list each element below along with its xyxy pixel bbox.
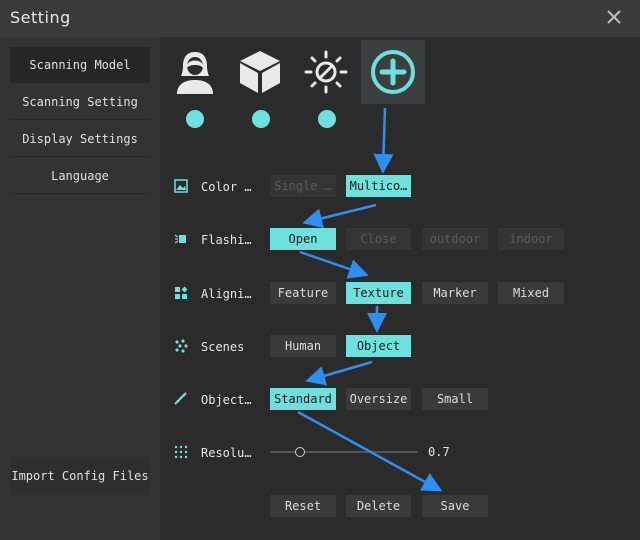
save-button[interactable]: Save: [422, 495, 488, 517]
reset-button[interactable]: Reset: [270, 495, 336, 517]
flash-indoor-option[interactable]: indoor: [498, 228, 564, 250]
resolution-slider-handle[interactable]: [295, 447, 305, 457]
brightness-icon: [304, 50, 348, 94]
import-config-button[interactable]: Import Config Files: [10, 457, 150, 495]
resolution-slider-track[interactable]: [270, 451, 418, 453]
model-tab-add[interactable]: [361, 40, 425, 104]
sidebar-item-language[interactable]: Language: [10, 158, 150, 194]
object-size-label: Object…: [201, 393, 252, 407]
object-oversize-option[interactable]: Oversize: [346, 388, 411, 410]
align-texture-option[interactable]: Texture: [346, 282, 411, 304]
color-multicolor-option[interactable]: Multico…: [346, 175, 411, 197]
flash-label: Flashi…: [201, 233, 252, 247]
status-dot-object: [252, 110, 270, 128]
image-icon: [174, 179, 188, 193]
model-tab-human[interactable]: [163, 40, 227, 104]
model-tab-object[interactable]: [228, 40, 292, 104]
delete-button[interactable]: Delete: [346, 495, 411, 517]
sidebar: [0, 37, 160, 540]
object-standard-option[interactable]: Standard: [270, 388, 336, 410]
color-label: Color …: [201, 180, 252, 194]
scenes-object-option[interactable]: Object: [346, 335, 411, 357]
resolution-icon: [174, 445, 188, 459]
alignment-label: Aligni…: [201, 287, 252, 301]
status-dot-brightness: [318, 110, 336, 128]
close-icon[interactable]: [606, 9, 622, 25]
add-circle-icon: [371, 50, 415, 94]
flash-open-option[interactable]: Open: [270, 228, 336, 250]
status-dot-human: [186, 110, 204, 128]
model-tab-brightness[interactable]: [294, 40, 358, 104]
scenes-icon: [175, 339, 188, 353]
alignment-icon: [175, 286, 188, 299]
sidebar-item-display-settings[interactable]: Display Settings: [10, 121, 150, 157]
window-title: Setting: [10, 8, 71, 27]
scenes-human-option[interactable]: Human: [270, 335, 336, 357]
color-single-option[interactable]: Single …: [270, 175, 336, 197]
flash-close-option[interactable]: Close: [346, 228, 411, 250]
flash-outdoor-option[interactable]: outdoor: [422, 228, 488, 250]
sidebar-item-scanning-model[interactable]: Scanning Model: [10, 47, 150, 83]
title-bar: Setting: [0, 0, 640, 37]
align-mixed-option[interactable]: Mixed: [498, 282, 564, 304]
flash-icon: [174, 234, 186, 244]
sidebar-item-scanning-setting[interactable]: Scanning Setting: [10, 84, 150, 120]
align-feature-option[interactable]: Feature: [270, 282, 336, 304]
box-object-icon: [240, 51, 280, 93]
ruler-icon: [174, 392, 187, 405]
resolution-value: 0.7: [428, 445, 450, 459]
human-bust-icon: [177, 52, 213, 94]
scenes-label: Scenes: [201, 340, 245, 354]
object-small-option[interactable]: Small: [422, 388, 488, 410]
align-marker-option[interactable]: Marker: [422, 282, 488, 304]
resolution-label: Resolu…: [201, 446, 252, 460]
